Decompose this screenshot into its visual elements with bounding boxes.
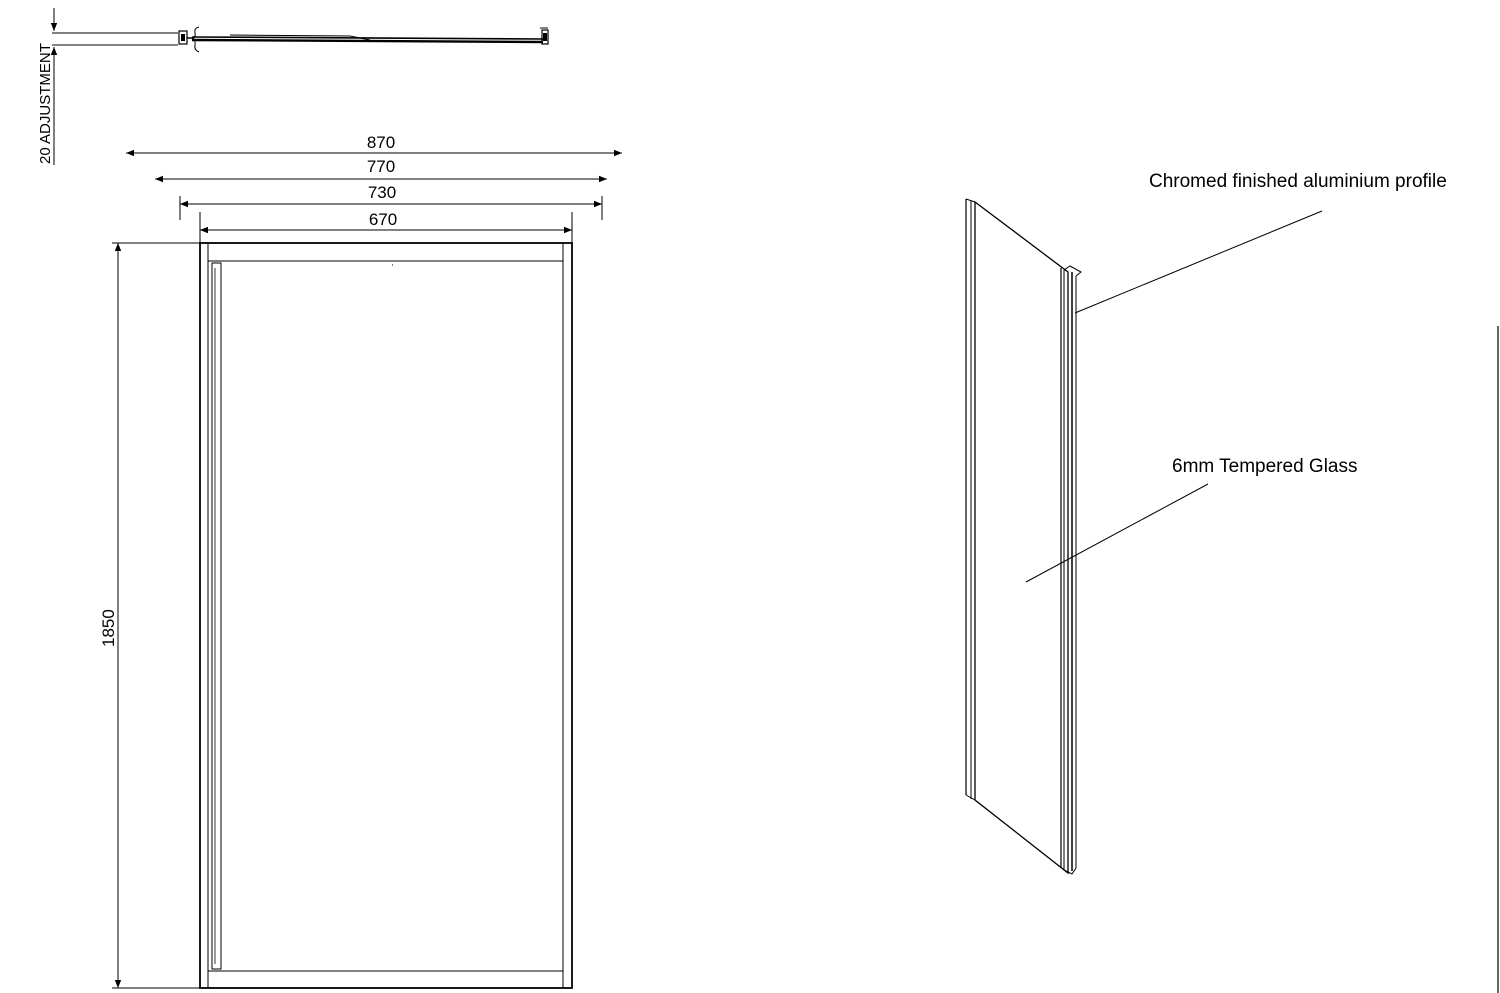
- width-dimension-670: 670: [199, 210, 573, 243]
- width-dimension-770: 770: [155, 157, 607, 183]
- dimension-label-1850: 1850: [99, 609, 118, 647]
- dimension-label-870: 870: [367, 133, 395, 152]
- dimension-label-770: 770: [367, 157, 395, 176]
- isometric-panel: [965, 198, 1082, 875]
- callout-glass-label: 6mm Tempered Glass: [1172, 456, 1358, 477]
- width-dimension-730: 730: [179, 183, 603, 220]
- callout-profile-label: Chromed finished aluminium profile: [1149, 171, 1447, 192]
- adjustment-label: 20 ADJUSTMENT: [37, 43, 54, 164]
- width-dimension-870: 870: [126, 133, 622, 157]
- top-view: [50, 8, 549, 165]
- dimension-label-730: 730: [368, 183, 396, 202]
- callout-glass: 6mm Tempered Glass: [1025, 456, 1358, 583]
- dimension-label-670: 670: [369, 210, 397, 229]
- callout-profile: Chromed finished aluminium profile: [1074, 171, 1447, 314]
- height-dimension-1850: 1850: [99, 242, 200, 989]
- front-elevation: [199, 242, 573, 989]
